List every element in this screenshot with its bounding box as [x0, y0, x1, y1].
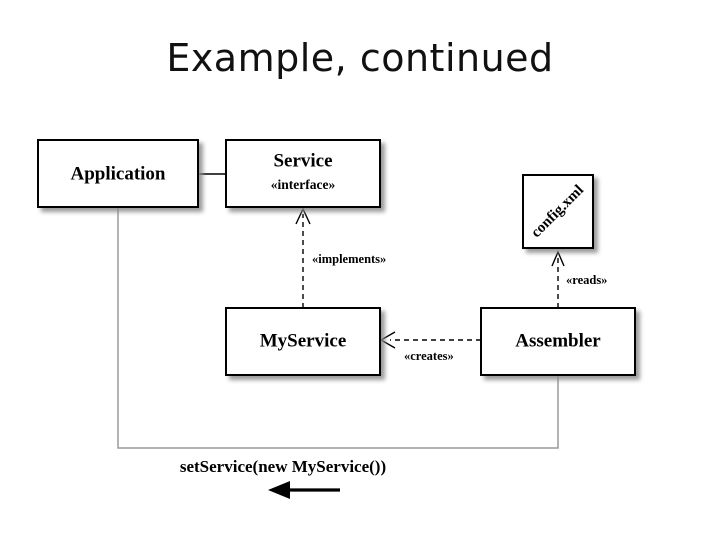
node-assembler-label: Assembler	[515, 330, 601, 351]
node-service-stereotype: «interface»	[271, 177, 336, 192]
node-myservice[interactable]: MyService	[225, 307, 381, 376]
node-application-label: Application	[70, 163, 165, 184]
caption-arrow-left-icon	[268, 481, 340, 499]
node-assembler-box	[480, 307, 636, 376]
node-myservice-label: MyService	[260, 330, 347, 351]
edge-assembler-setservice-application	[117, 207, 559, 449]
edge-label-creates: «creates»	[404, 349, 454, 363]
page-title: Example, continued	[166, 36, 554, 80]
edge-label-implements: «implements»	[312, 252, 386, 266]
arrowhead-implements-icon	[295, 207, 311, 225]
caption-setservice-label: setService(new MyService())	[180, 457, 386, 476]
arrowhead-reads-icon	[551, 250, 565, 267]
edge-label-reads: «reads»	[566, 273, 607, 287]
node-service-label: Service	[273, 150, 332, 171]
node-config-xml-box	[522, 174, 594, 249]
node-assembler[interactable]: Assembler	[480, 307, 636, 376]
node-application[interactable]: Application	[37, 139, 199, 208]
node-myservice-box	[225, 307, 381, 376]
arrowhead-creates-icon	[379, 331, 396, 349]
node-config-xml[interactable]: config.xml	[522, 174, 594, 249]
node-application-box	[37, 139, 199, 208]
node-service-box	[225, 139, 381, 208]
node-service[interactable]: Service «interface»	[225, 139, 381, 208]
